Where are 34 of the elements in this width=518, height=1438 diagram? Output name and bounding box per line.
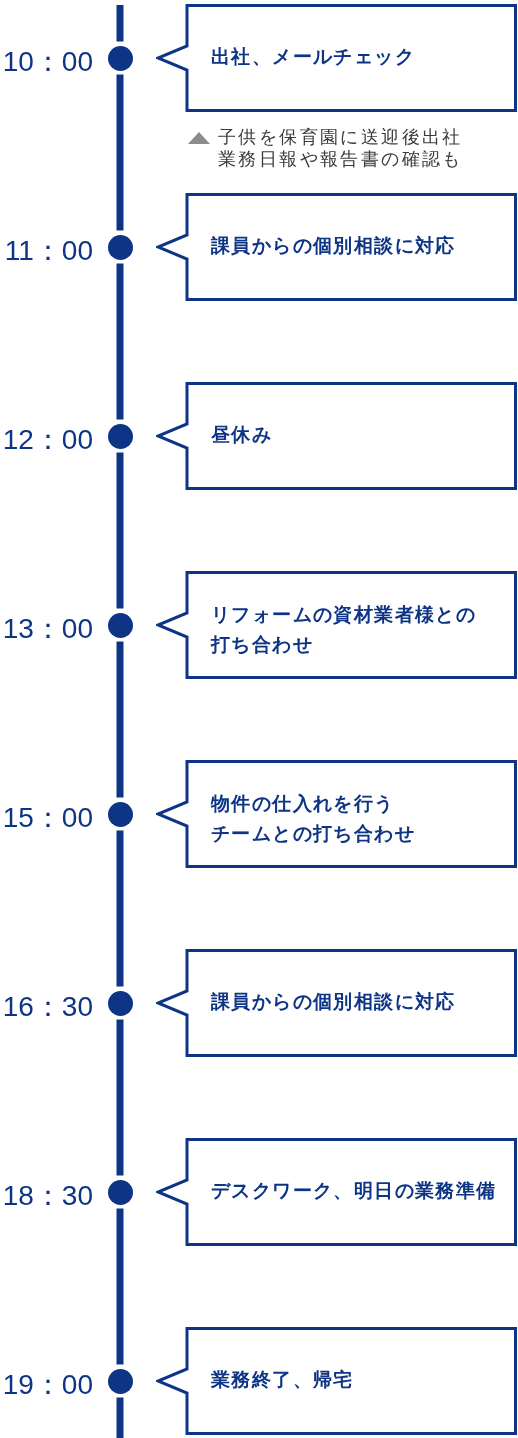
time-label: 11：00 [4,237,93,265]
timeline-dot [107,801,133,827]
timeline-line [116,830,124,987]
timeline-dot [107,45,133,71]
timeline-line [116,1208,124,1365]
time-label: 15：00 [2,804,93,832]
timeline-dot [107,1179,133,1205]
schedule-text: 出社、メールチェック [211,44,415,69]
timeline-line [116,263,124,420]
note-text: 子供を保育園に送迎後出社 [218,126,463,148]
timeline-dot [107,1368,133,1394]
time-label: 10：00 [2,48,93,76]
timeline-line [116,74,124,231]
time-label: 13：00 [2,615,93,643]
schedule-text: リフォームの資材業者様との打ち合わせ [211,602,478,657]
schedule-text: デスクワーク、明日の業務準備 [211,1178,497,1203]
time-label: 12：00 [2,426,93,454]
time-label: 16：30 [2,993,93,1021]
timeline-line [116,1019,124,1176]
time-label: 19：00 [2,1371,93,1399]
timeline-dot [107,234,133,260]
schedule-text: 昼休み [211,422,273,447]
timeline-line [116,452,124,609]
schedule-text: 課員からの個別相談に対応 [211,989,456,1014]
schedule-text: 物件の仕入れを行うチームとの打ち合わせ [211,791,416,846]
timeline-line [116,641,124,798]
time-label: 18：30 [2,1182,93,1210]
schedule-text: 業務終了、帰宅 [211,1367,354,1392]
timeline-line [116,1397,124,1438]
timeline-dot [107,612,133,638]
timeline-dot [107,990,133,1016]
schedule-text: 課員からの個別相談に対応 [211,233,456,258]
note-text: 業務日報や報告書の確認も [218,148,463,170]
timeline-dot [107,423,133,449]
